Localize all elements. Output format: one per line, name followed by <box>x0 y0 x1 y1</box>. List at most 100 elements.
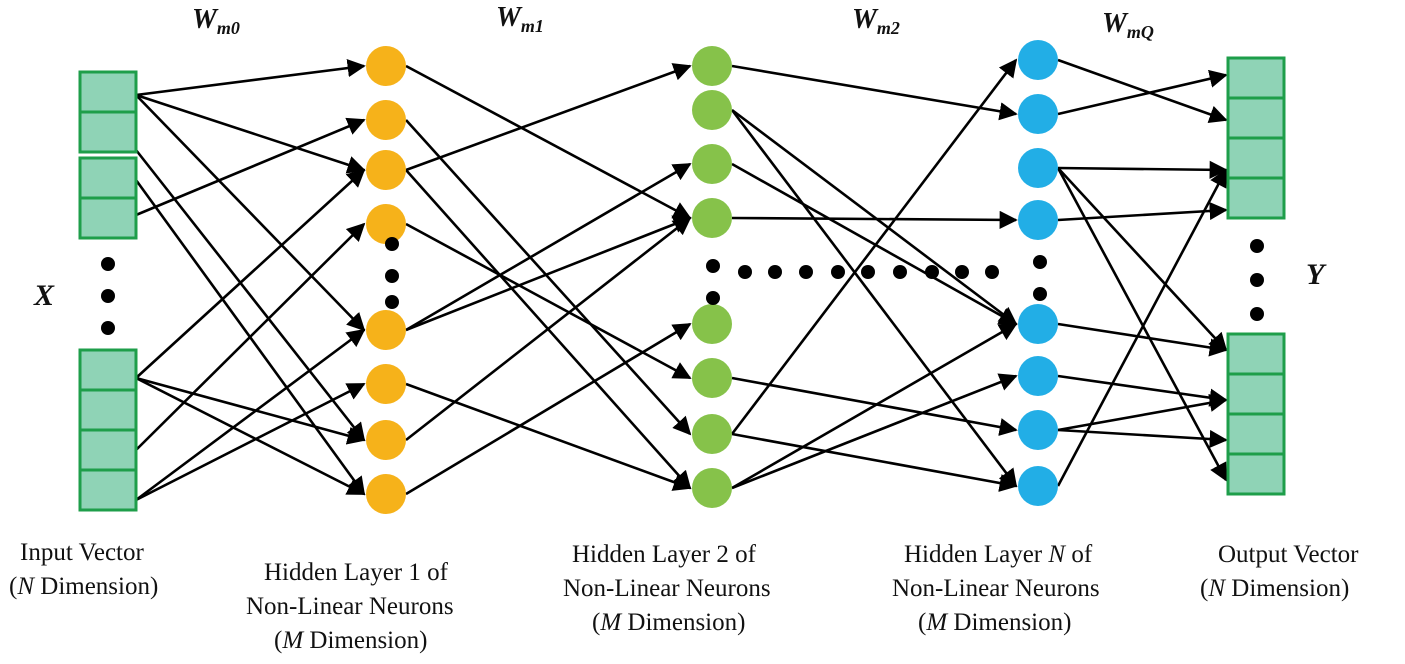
output-bottom-cell <box>1226 372 1286 416</box>
weight-label-m0: Wm0 <box>192 4 240 38</box>
vertical-ellipsis-icon <box>1033 255 1047 269</box>
hidden2-neuron <box>692 358 732 398</box>
caption-h2-line3: (M Dimension) <box>592 609 745 636</box>
hidden1-neuron <box>366 364 406 404</box>
vertical-ellipsis-icon <box>768 265 782 279</box>
hidden2-neuron <box>692 198 732 238</box>
output-top-cell <box>1226 176 1286 220</box>
vertical-ellipsis-icon <box>799 265 813 279</box>
connection-arrow <box>1057 393 1228 432</box>
output-bottom-cell <box>1226 452 1286 496</box>
connection-arrow <box>1057 160 1228 179</box>
caption-hidden-layer-2: Hidden Layer 2 of Non-Linear Neurons (M … <box>563 541 771 636</box>
connection-arrow <box>405 169 692 490</box>
vertical-ellipsis-icon <box>831 265 845 279</box>
output-bottom-cell <box>1226 332 1286 376</box>
connection-arrow <box>405 119 692 436</box>
connection-arrow <box>730 58 1018 435</box>
weight-label-m1: Wm1 <box>496 2 544 36</box>
input-top-cell <box>78 70 138 114</box>
input-mid-cell <box>78 156 138 200</box>
vertical-ellipsis-icon <box>101 289 115 303</box>
input-symbol-x: X <box>33 279 55 312</box>
connection-arrow <box>1057 374 1228 407</box>
caption-input-line2: (N Dimension) <box>9 573 158 600</box>
vertical-ellipsis-icon <box>1250 273 1264 287</box>
connection-arrow <box>1057 69 1228 116</box>
input-bottom-cell <box>78 428 138 472</box>
vertical-ellipsis-icon <box>1033 287 1047 301</box>
hidden2-neuron <box>692 414 732 454</box>
connection-arrow <box>135 168 366 379</box>
ellipsis-dots <box>101 237 1264 335</box>
hidden2-neuron <box>692 468 732 508</box>
hidden2-neuron <box>692 144 732 184</box>
hiddenN-neuron <box>1018 148 1058 188</box>
hiddenN-neuron <box>1018 356 1058 396</box>
hidden1-neuron <box>366 420 406 460</box>
caption-h2-line1: Hidden Layer 2 of <box>572 541 757 568</box>
hidden1-neuron <box>366 46 406 86</box>
hidden2-neuron <box>692 90 732 130</box>
vertical-ellipsis-icon <box>101 257 115 271</box>
connection-arrow <box>731 432 1018 493</box>
connection-arrow <box>135 117 366 217</box>
connection-arrow <box>1056 168 1228 487</box>
hidden1-neuron <box>366 474 406 514</box>
connection-arrow <box>730 109 1018 488</box>
vertical-ellipsis-icon <box>925 265 939 279</box>
hidden-layer-n <box>1018 40 1058 506</box>
connection-arrow <box>135 94 366 332</box>
hidden-layer-2 <box>692 46 732 508</box>
hidden1-neuron <box>366 204 406 244</box>
connection-arrow <box>405 162 692 332</box>
output-symbol-y: Y <box>1306 258 1327 291</box>
caption-input-vector: Input Vector (N Dimension) <box>9 539 158 600</box>
caption-output-vector: Output Vector (N Dimension) <box>1200 541 1359 602</box>
vertical-ellipsis-icon <box>385 295 399 309</box>
output-bottom-cell <box>1226 412 1286 456</box>
connection-arrow <box>731 64 1018 121</box>
connection-arrow <box>135 382 366 502</box>
vertical-ellipsis-icon <box>861 265 875 279</box>
vertical-ellipsis-icon <box>385 269 399 283</box>
connection-arrow <box>135 93 366 174</box>
weight-label-m2: Wm2 <box>852 4 900 38</box>
hidden-layer-1 <box>366 46 406 514</box>
connection-arrow <box>135 328 366 502</box>
weight-label-mq: WmQ <box>1102 8 1154 42</box>
connection-arrow <box>405 63 692 172</box>
input-bottom-cell <box>78 388 138 432</box>
caption-h1-line2: Non-Linear Neurons <box>246 593 454 620</box>
connection-arrow <box>731 376 1018 437</box>
vertical-ellipsis-icon <box>706 259 720 273</box>
connection-arrow <box>405 64 692 220</box>
vertical-ellipsis-icon <box>893 265 907 279</box>
input-mid-cell <box>78 196 138 240</box>
connection-arrow <box>405 215 692 332</box>
connection-arrow <box>731 162 1018 326</box>
vertical-ellipsis-icon <box>738 265 752 279</box>
caption-h2-line2: Non-Linear Neurons <box>563 575 771 602</box>
input-top-cell <box>78 110 138 154</box>
connection-arrow <box>1057 322 1228 357</box>
connection-arrow <box>135 222 366 451</box>
hidden1-neuron <box>366 150 406 190</box>
caption-h1-line1: Hidden Layer 1 of <box>264 559 449 586</box>
vertical-ellipsis-icon <box>985 265 999 279</box>
caption-hn-line2: Non-Linear Neurons <box>892 575 1100 602</box>
hiddenN-neuron <box>1018 94 1058 134</box>
input-bottom-cell <box>78 348 138 392</box>
connection-arrow <box>731 322 1018 490</box>
connection-arrow <box>731 373 1018 490</box>
hiddenN-neuron <box>1018 40 1058 80</box>
output-top-cell <box>1226 96 1286 140</box>
vertical-ellipsis-icon <box>955 265 969 279</box>
connection-arrow <box>135 376 366 445</box>
caption-hidden-layer-n: Hidden Layer N of Non-Linear Neurons (M … <box>892 541 1100 636</box>
caption-hidden-layer-1: Hidden Layer 1 of Non-Linear Neurons (M … <box>246 559 454 654</box>
connection-edges <box>134 58 1228 502</box>
connection-arrow <box>1056 167 1228 482</box>
connection-arrow <box>1057 58 1228 124</box>
hidden2-neuron <box>692 304 732 344</box>
